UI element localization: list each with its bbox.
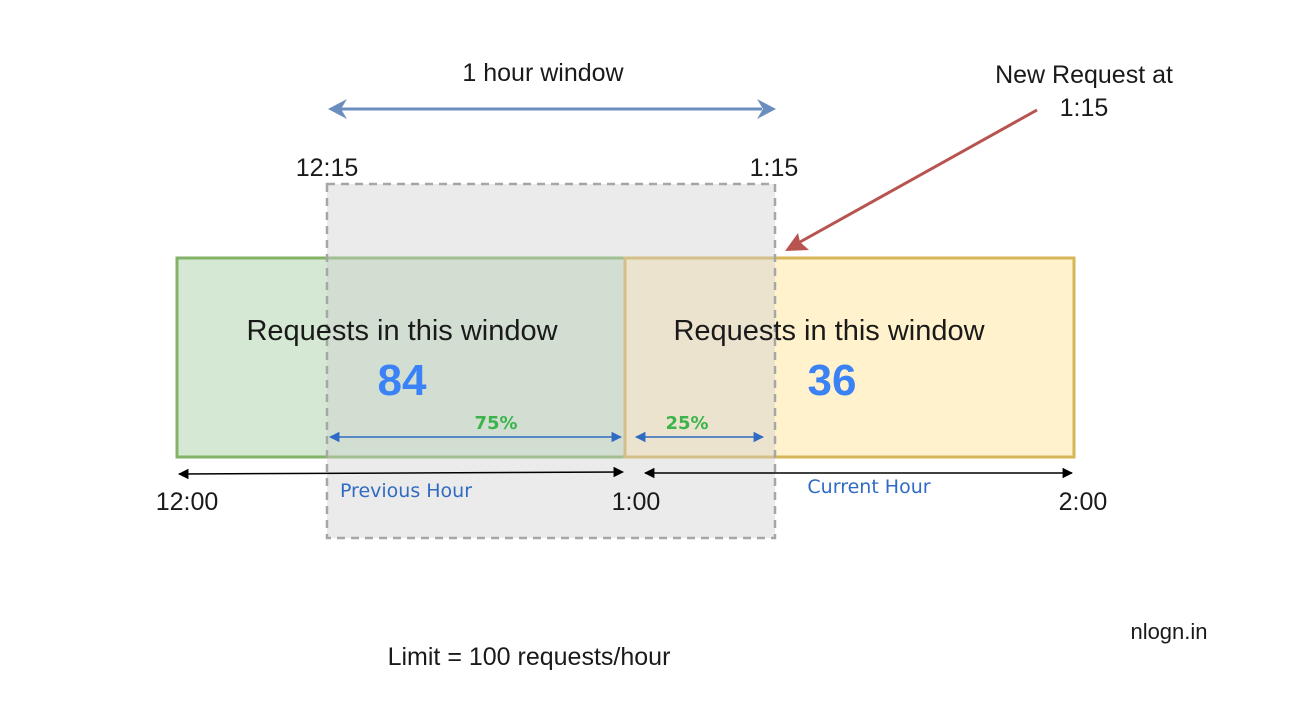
window-end-label: 1:15 (750, 154, 799, 182)
time-label-end: 2:00 (1059, 488, 1108, 516)
window-length-arrow (328, 99, 776, 119)
previous-overlap-percent: 75% (474, 413, 517, 434)
new-request-arrow (785, 108, 1038, 251)
previous-box-caption: Requests in this window (246, 315, 558, 347)
current-overlap-percent: 25% (665, 413, 708, 434)
previous-hour-box (175, 256, 627, 459)
current-box-caption: Requests in this window (673, 315, 985, 347)
time-label-mid: 1:00 (612, 488, 661, 516)
current-hour-label: Current Hour (807, 476, 930, 498)
watermark: nlogn.in (1130, 619, 1207, 644)
current-hour-box (623, 256, 1076, 459)
current-request-count: 36 (808, 356, 857, 405)
previous-hour-label: Previous Hour (340, 480, 472, 502)
previous-hour-span-arrow (177, 466, 625, 480)
limit-text: Limit = 100 requests/hour (388, 643, 671, 671)
time-label-start: 12:00 (156, 488, 219, 516)
previous-request-count: 84 (378, 356, 427, 405)
window-length-label: 1 hour window (462, 59, 624, 87)
new-request-label-line1: New Request at (995, 61, 1173, 89)
window-start-label: 12:15 (296, 154, 359, 182)
new-request-label-line2: 1:15 (1060, 94, 1109, 122)
